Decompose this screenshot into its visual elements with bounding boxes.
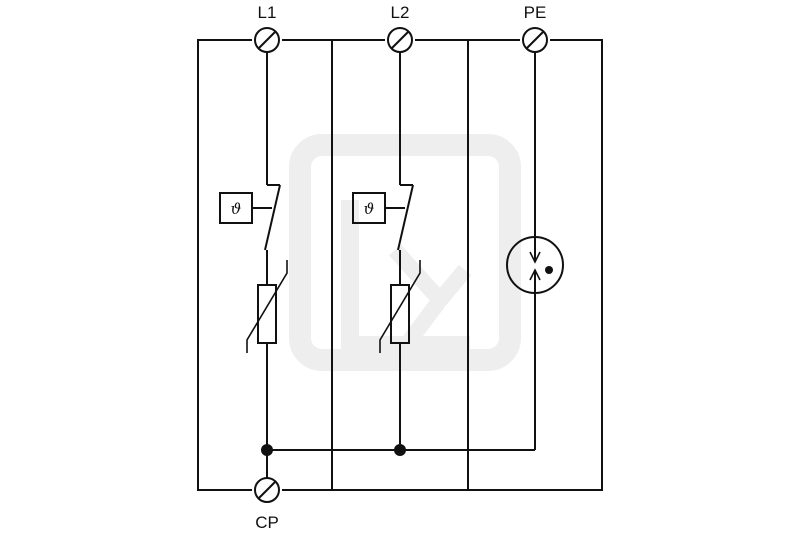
varistor-l1	[257, 284, 277, 344]
thermal-symbol-l2: ϑ	[364, 200, 375, 218]
label-cp: CP	[255, 513, 279, 532]
branch-l1: ϑ	[219, 52, 288, 478]
label-pe: PE	[524, 3, 547, 22]
enclosure-frame	[197, 39, 603, 491]
terminal-l1	[254, 27, 280, 53]
terminal-cp	[254, 477, 280, 503]
label-l2: L2	[391, 3, 410, 22]
branch-pe	[506, 52, 564, 450]
label-l1: L1	[258, 3, 277, 22]
junction-dot-l1	[261, 444, 273, 456]
terminal-pe	[522, 27, 548, 53]
thermal-disconnector-l2	[352, 192, 386, 224]
thermal-disconnector-l1	[219, 192, 253, 224]
spark-gap-dot	[545, 266, 553, 274]
common-bus	[261, 444, 535, 456]
thermal-symbol-l1: ϑ	[231, 200, 242, 218]
terminal-l2	[387, 27, 413, 53]
branch-l2: ϑ	[352, 52, 421, 450]
junction-dot-l2	[394, 444, 406, 456]
